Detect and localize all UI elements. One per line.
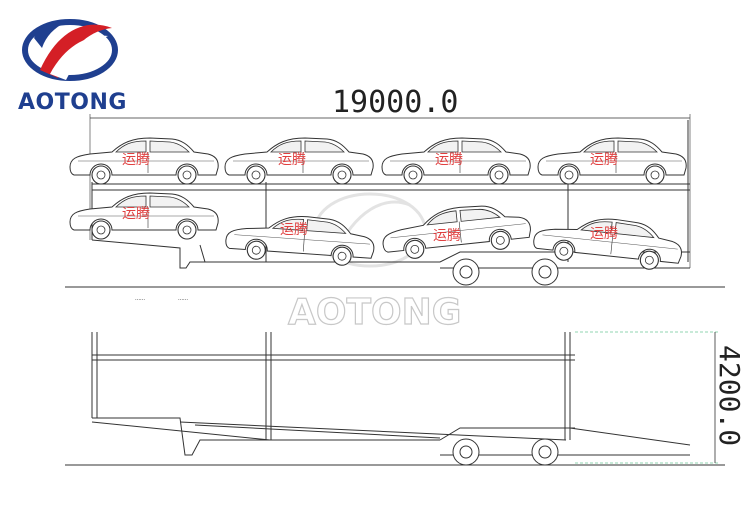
- aotong-logo-icon: [22, 19, 118, 81]
- car-label: 运腾: [278, 151, 306, 168]
- empty-trailer: [65, 332, 725, 466]
- car-6: [224, 210, 377, 268]
- brand-name: AOTONG: [18, 90, 127, 115]
- length-label: 19000.0: [332, 85, 458, 120]
- car-label: 运腾: [122, 151, 150, 168]
- car-label: 运腾: [280, 221, 308, 238]
- car-label: 运腾: [590, 225, 618, 242]
- height-label: 4200.0: [713, 345, 746, 446]
- length-dimension: 19000.0: [89, 85, 691, 268]
- watermark-text: AOTONG: [288, 292, 461, 333]
- height-dimension: 4200.0: [575, 331, 746, 464]
- car-label: 运腾: [433, 227, 461, 244]
- car-label: 运腾: [122, 205, 150, 222]
- car-label: 运腾: [590, 151, 618, 168]
- car-label: 运腾: [435, 151, 463, 168]
- note-right: ......: [178, 296, 188, 302]
- note-left: ......: [135, 296, 145, 302]
